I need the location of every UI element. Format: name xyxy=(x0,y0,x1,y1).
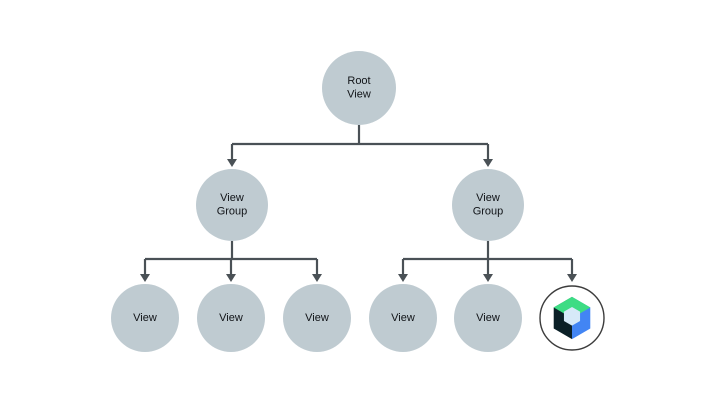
node-circle xyxy=(111,284,179,352)
node-view-leaf-2[interactable]: View xyxy=(197,284,265,352)
arrow-head-icon xyxy=(483,274,493,282)
node-label: View xyxy=(133,312,157,324)
connector-edge-left-group-to-leaves xyxy=(140,241,322,282)
arrow-head-icon xyxy=(140,274,150,282)
node-view-leaf-5[interactable]: View xyxy=(454,284,522,352)
connector-edge-right-group-to-leaves xyxy=(398,241,577,282)
node-label: View xyxy=(347,89,371,101)
node-view-leaf-3[interactable]: View xyxy=(283,284,351,352)
node-view-leaf-4[interactable]: View xyxy=(369,284,437,352)
node-circle xyxy=(197,284,265,352)
node-circle xyxy=(322,51,396,125)
node-circle xyxy=(369,284,437,352)
jetpack-compose-logo[interactable] xyxy=(539,285,605,351)
node-circle xyxy=(452,169,524,241)
node-label: View xyxy=(391,312,415,324)
connector-edge-root-to-groups xyxy=(227,125,493,167)
arrow-head-icon xyxy=(312,274,322,282)
node-label: Group xyxy=(217,206,248,218)
arrow-head-icon xyxy=(567,274,577,282)
node-circle xyxy=(454,284,522,352)
node-circle xyxy=(196,169,268,241)
arrow-head-icon xyxy=(227,159,237,167)
arrow-head-icon xyxy=(483,159,493,167)
node-label: View xyxy=(219,312,243,324)
node-label: View xyxy=(305,312,329,324)
node-label: Root xyxy=(347,75,370,87)
node-label: View xyxy=(220,192,244,204)
node-label: View xyxy=(476,192,500,204)
connector-layer xyxy=(140,125,577,282)
arrow-head-icon xyxy=(398,274,408,282)
logo-center-hexagon xyxy=(563,307,581,326)
arrow-head-icon xyxy=(226,274,236,282)
node-label: View xyxy=(476,312,500,324)
node-view-leaf-1[interactable]: View xyxy=(111,284,179,352)
node-circle xyxy=(283,284,351,352)
node-label: Group xyxy=(473,206,504,218)
